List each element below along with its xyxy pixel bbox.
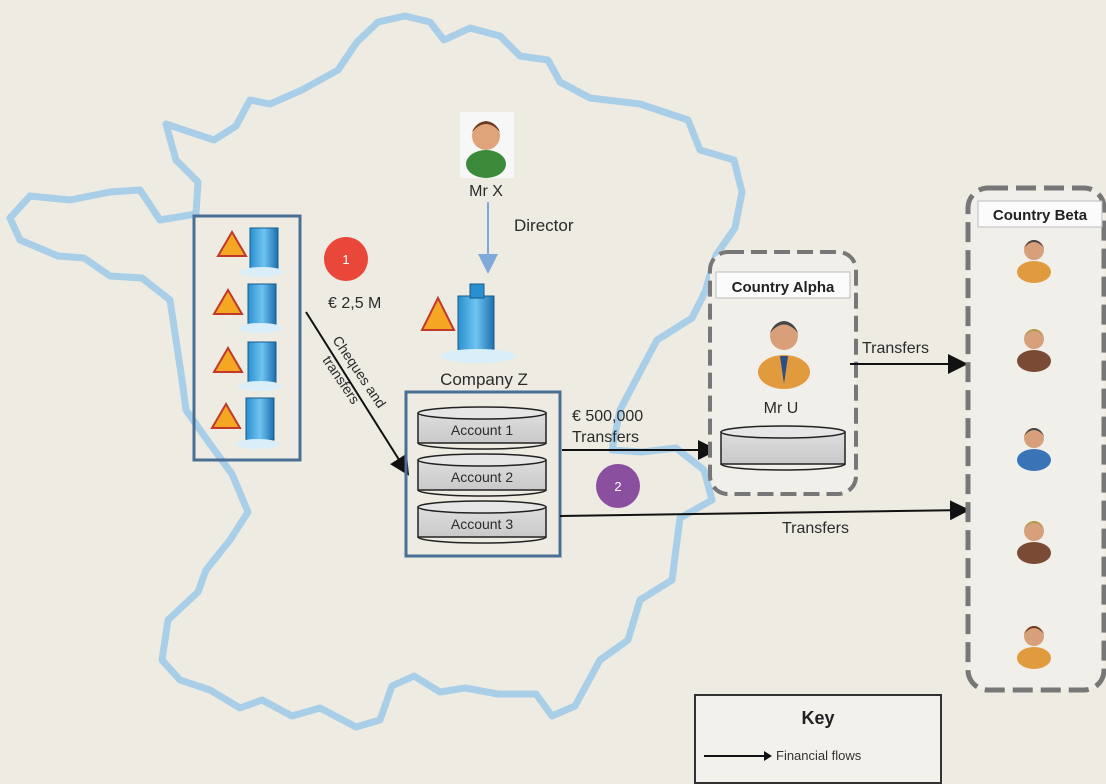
person-avatar-icon [1017, 329, 1051, 372]
construction-company-icon [212, 283, 282, 333]
person-avatar-icon [1017, 521, 1051, 564]
account-2-cylinder [417, 453, 547, 497]
mr-u-avatar-icon [758, 321, 810, 389]
mr-x-name: Mr X [469, 183, 503, 200]
account-2-label: Account 2 [451, 469, 513, 485]
country-alpha-title: Country Alpha [732, 279, 835, 296]
country-beta-title-box [977, 200, 1103, 228]
legend-financial-flows: Financial flows [704, 748, 861, 763]
step-2-badge [596, 464, 640, 508]
construction-company-icon [210, 397, 280, 449]
account-1-cylinder [417, 406, 547, 450]
mr-u-account-cylinder [720, 425, 846, 471]
account-3-cylinder [417, 500, 547, 544]
transfers-alpha-beta-label: Transfers [862, 340, 929, 357]
mr-x-avatar-icon [460, 112, 514, 178]
companies-group-box [192, 214, 302, 462]
person-avatar-icon [1017, 626, 1051, 669]
legend-key: Key Financial flows [694, 694, 942, 784]
cheques-arrow [305, 311, 410, 476]
company-accounts-box [404, 390, 562, 558]
country-beta-title: Country Beta [993, 207, 1088, 224]
step-2-number: 2 [614, 479, 621, 494]
account-3-label: Account 3 [451, 516, 513, 532]
legend-financial-flows-label: Financial flows [776, 748, 862, 763]
beta-flow-arrow [559, 500, 970, 521]
account-1-label: Account 1 [451, 422, 513, 438]
construction-company-icon [216, 227, 284, 277]
arrow-icon [704, 750, 772, 761]
company-z-icon [420, 283, 516, 363]
map-outline [6, 12, 746, 731]
director-label: Director [514, 216, 574, 235]
country-alpha-title-box [715, 271, 851, 299]
step-1-number: 1 [342, 252, 349, 267]
step-1-badge [324, 237, 368, 281]
transfers-beta-label: Transfers [782, 520, 849, 537]
construction-company-icon [212, 341, 282, 391]
transfers-alpha-label: Transfers [572, 429, 639, 446]
company-z-label: Company Z [440, 370, 528, 389]
person-avatar-icon [1017, 428, 1051, 471]
person-avatar-icon [1017, 240, 1051, 283]
amount-2-label: € 500,000 [572, 408, 643, 425]
mr-u-name: Mr U [764, 400, 799, 417]
legend-title: Key [801, 708, 835, 728]
amount-1-label: € 2,5 M [328, 295, 381, 312]
